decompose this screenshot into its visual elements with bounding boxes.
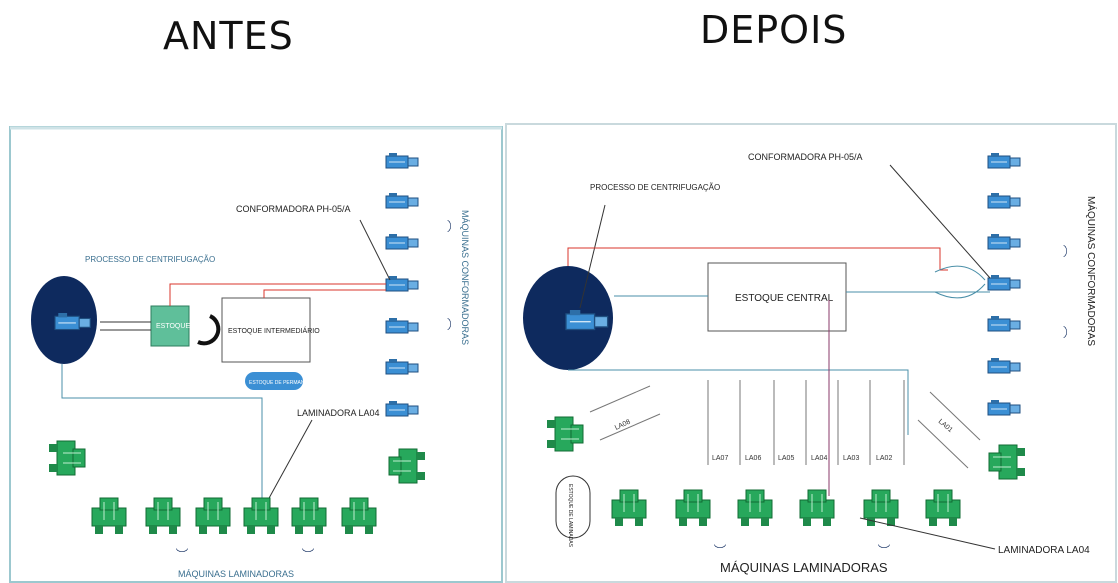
after-conformadora-label: CONFORMADORA PH-05/A: [748, 152, 863, 162]
after-lane-3: LA05: [778, 455, 794, 462]
after-laminadoras-label: MÁQUINAS LAMINADORAS: [720, 560, 888, 575]
after-lane-4: LA04: [811, 455, 827, 462]
after-lane-6: LA02: [876, 455, 892, 462]
before-laminadora-label: LAMINADORA LA04: [297, 408, 380, 418]
before-conformadoras-label: MÁQUINAS CONFORMADORAS: [460, 210, 470, 345]
before-intermediario-box: [221, 297, 311, 363]
before-estoque-bubble: [245, 372, 303, 390]
before-estoque-label: ESTOQUE: [156, 323, 190, 330]
before-intermediario-label: ESTOQUE INTERMEDIÁRIO: [228, 326, 320, 335]
after-estoque-central-label: ESTOQUE CENTRAL: [735, 293, 834, 304]
after-lane-2: LA06: [745, 455, 761, 462]
after-lane-5: LA03: [843, 455, 859, 462]
before-estoque-box: [150, 305, 190, 347]
before-diagram: PROCESSO DE CENTRIFUGAÇÃO MÁQUINAS CONFO…: [9, 126, 503, 583]
after-estoque-oval: [555, 475, 591, 539]
before-process-label: PROCESSO DE CENTRIFUGAÇÃO: [85, 255, 215, 264]
before-laminadoras-label: MÁQUINAS LAMINADORAS: [178, 569, 294, 579]
after-estoque-central-box: [707, 262, 847, 332]
before-conformadora-label: CONFORMADORA PH-05/A: [236, 204, 351, 214]
after-diagram: PROCESSO DE CENTRIFUGAÇÃO MÁQUINAS CONFO…: [505, 123, 1117, 583]
title-depois: DEPOIS: [700, 8, 848, 52]
after-lanes: [707, 380, 905, 465]
after-estoque-oval-label: ESTOQUE DE LAMINADAS: [567, 484, 573, 548]
after-lane-1: LA07: [712, 455, 728, 462]
before-cycle-arrow: [197, 314, 221, 346]
after-laminadora-label: LAMINADORA LA04: [998, 545, 1090, 556]
before-estoque-bubble-label: ESTOQUE DE PERMANÊNCIA: [249, 378, 320, 386]
after-process-label: PROCESSO DE CENTRIFUGAÇÃO: [590, 183, 720, 192]
after-conformadoras-label: MÁQUINAS CONFORMADORAS: [1085, 196, 1098, 346]
title-antes: ANTES: [163, 14, 294, 58]
